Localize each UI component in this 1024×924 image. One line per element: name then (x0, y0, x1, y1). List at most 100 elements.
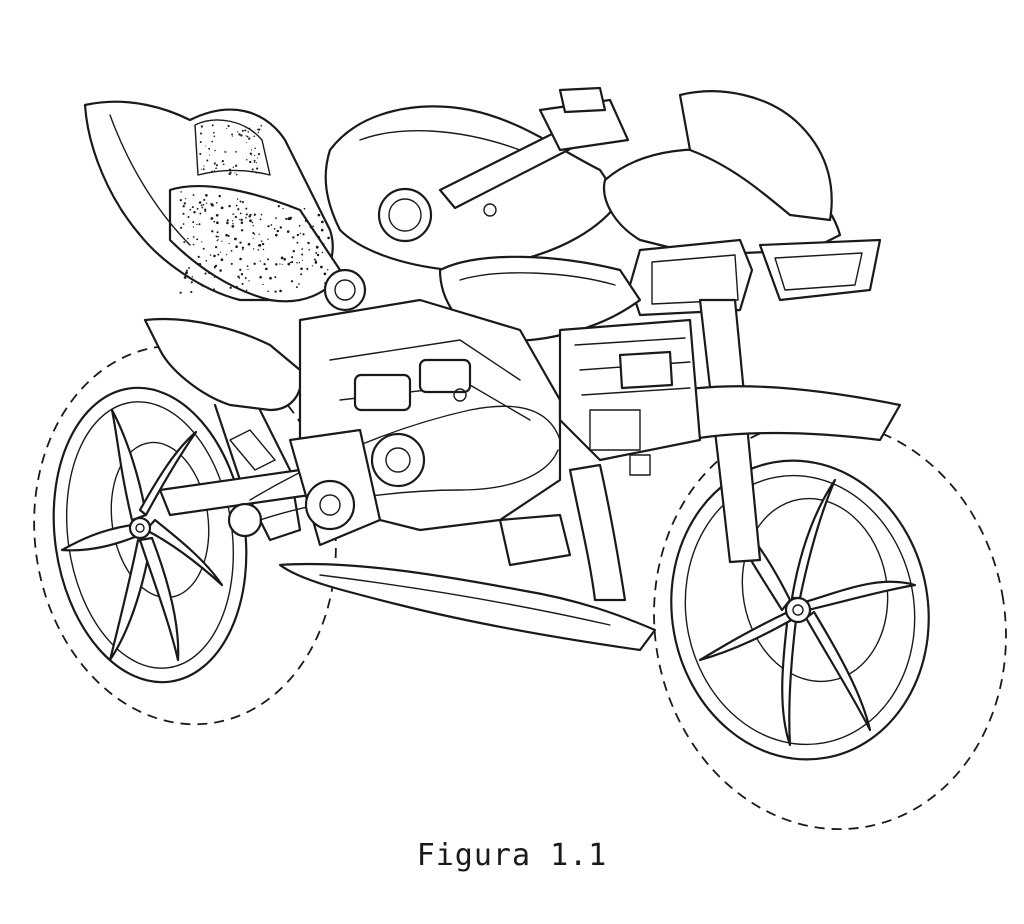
seat-stipple-dot (274, 233, 278, 237)
seat-stipple-dot (183, 241, 186, 244)
seat-stipple-dot (205, 259, 208, 262)
seat-stipple-dot (274, 276, 277, 279)
seat-stipple-dot (313, 258, 316, 261)
seat-stipple-dot (182, 223, 185, 225)
seat-stipple-dot (303, 207, 306, 210)
seat-stipple-dot (213, 135, 216, 138)
seat-stipple-dot (249, 160, 252, 164)
seat-stipple-dot (240, 272, 244, 276)
seat-stipple-dot (279, 289, 282, 293)
seat-stipple-dot (262, 248, 265, 251)
seat-stipple-dot (205, 193, 208, 197)
seat-stipple-dot (216, 231, 219, 234)
seat-stipple-dot (253, 233, 256, 235)
seat-stipple-dot (244, 277, 247, 279)
seat-stipple-dot (314, 261, 318, 264)
seat-stipple-dot (261, 242, 265, 246)
seat-stipple-dot (204, 208, 207, 211)
seat-stipple-dot (259, 260, 261, 262)
seat-stipple-dot (187, 237, 189, 240)
seat-stipple-dot (246, 159, 248, 161)
seat-stipple-dot (307, 241, 310, 245)
seat-stipple-dot (276, 229, 279, 233)
seat-stipple-dot (209, 154, 211, 156)
belly-pan (278, 562, 657, 652)
seat-stipple-dot (193, 211, 196, 214)
seat-stipple-dot (214, 245, 218, 249)
seat-stipple-dot (228, 242, 230, 245)
seat-stipple-dot (258, 244, 262, 247)
seat-stipple-dot (298, 224, 301, 227)
seat-stipple-dot (291, 256, 294, 259)
seat-stipple-dot (245, 135, 247, 137)
seat-stipple-dot (247, 242, 251, 246)
seat-stipple-dot (183, 252, 186, 254)
seat-stipple-dot (219, 269, 222, 272)
front-fairing (602, 90, 882, 317)
seat-stipple-dot (198, 201, 202, 204)
seat-stipple-dot (260, 240, 263, 243)
seat-stipple-dot (180, 226, 183, 229)
seat-stipple-dot (300, 273, 303, 276)
seat-stipple-dot (200, 204, 203, 207)
seat-stipple-dot (283, 258, 287, 261)
seat-stipple-dot (286, 230, 290, 233)
seat-stipple-dot (212, 131, 215, 134)
seat-stipple-dot (241, 282, 244, 285)
seat-stipple-dot (287, 217, 291, 221)
seat-stipple-dot (277, 205, 280, 208)
instrument-cluster (323, 187, 433, 312)
seat-stipple-dot (248, 127, 251, 130)
seat-stipple-dot (216, 240, 218, 242)
seat-stipple-dot (226, 127, 228, 129)
seat-stipple-dot (267, 290, 270, 293)
seat-stipple-dot (228, 204, 231, 208)
seat-stipple-dot (323, 272, 327, 276)
seat-stipple-dot (191, 206, 194, 209)
seat-stipple-dot (239, 257, 242, 261)
seat-stipple-dot (287, 262, 291, 266)
seat-stipple-dot (192, 243, 195, 246)
seat-stipple-dot (275, 263, 278, 266)
seat-stipple-dot (192, 236, 195, 238)
rear-wheel-spokes (60, 408, 224, 662)
seat-stipple-dot (203, 198, 206, 201)
seat-stipple-dot (240, 218, 243, 222)
seat-stipple-dot (235, 204, 238, 207)
seat-stipple-dot (201, 241, 203, 243)
seat-stipple-dot (206, 202, 208, 204)
seat-stipple-dot (234, 172, 236, 174)
seat-stipple-dot (217, 235, 219, 238)
seat-stipple-dot (256, 167, 259, 170)
figure-caption: Figura 1.1 (416, 838, 608, 873)
seat-stipple-dot (209, 254, 212, 256)
seat-stipple-dot (252, 237, 254, 239)
seat-stipple-dot (298, 283, 300, 285)
seat-stipple-dot (253, 262, 256, 266)
seat-stipple-dot (231, 225, 235, 228)
seat-stipple-dot (254, 147, 256, 150)
seat-stipple-dot (315, 251, 318, 254)
engine-details (453, 203, 651, 476)
seat (168, 184, 342, 303)
seat-stipple-dot (213, 220, 216, 223)
seat-stipple-dot (186, 269, 188, 272)
seat-stipple-dot (202, 168, 205, 171)
seat-stipple-dot (317, 213, 321, 217)
seat-stipple-dot (217, 253, 220, 256)
seat-stipple-dot (245, 213, 248, 216)
seat-stipple-dot (232, 213, 235, 216)
seat-stipple-dot (274, 290, 277, 293)
windscreen (678, 90, 833, 222)
engine-crank-cover (370, 432, 426, 488)
front-hub (784, 596, 812, 624)
seat-texture (179, 124, 330, 296)
seat-stipple-dot (215, 167, 217, 170)
seat-stipple-dot (262, 283, 264, 286)
seat-stipple-dot (226, 219, 229, 222)
seat-stipple-dot (252, 225, 254, 227)
seat-stipple-dot (237, 208, 240, 211)
seat-stipple-dot (214, 264, 218, 268)
seat-stipple-dot (237, 275, 240, 278)
